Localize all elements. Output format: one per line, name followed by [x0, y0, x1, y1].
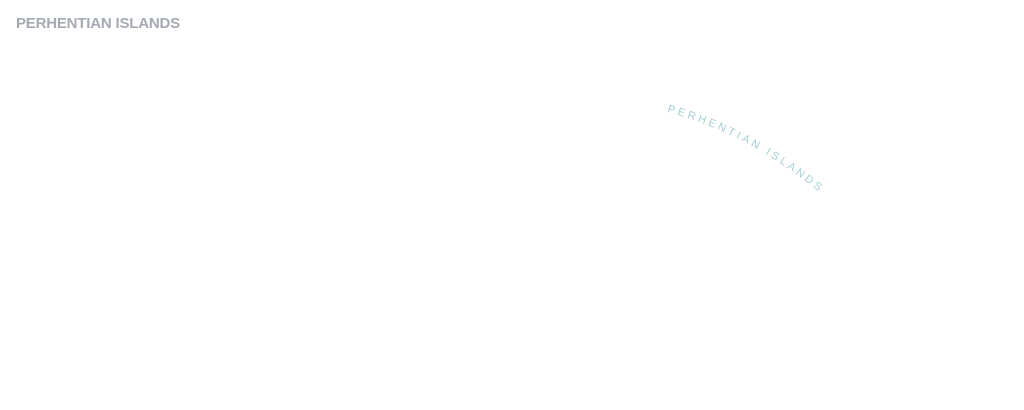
water-label-text: PERHENTIAN ISLANDS [666, 103, 823, 195]
page-title: PERHENTIAN ISLANDS [16, 15, 180, 32]
water-label: PERHENTIAN ISLANDS [666, 103, 826, 195]
